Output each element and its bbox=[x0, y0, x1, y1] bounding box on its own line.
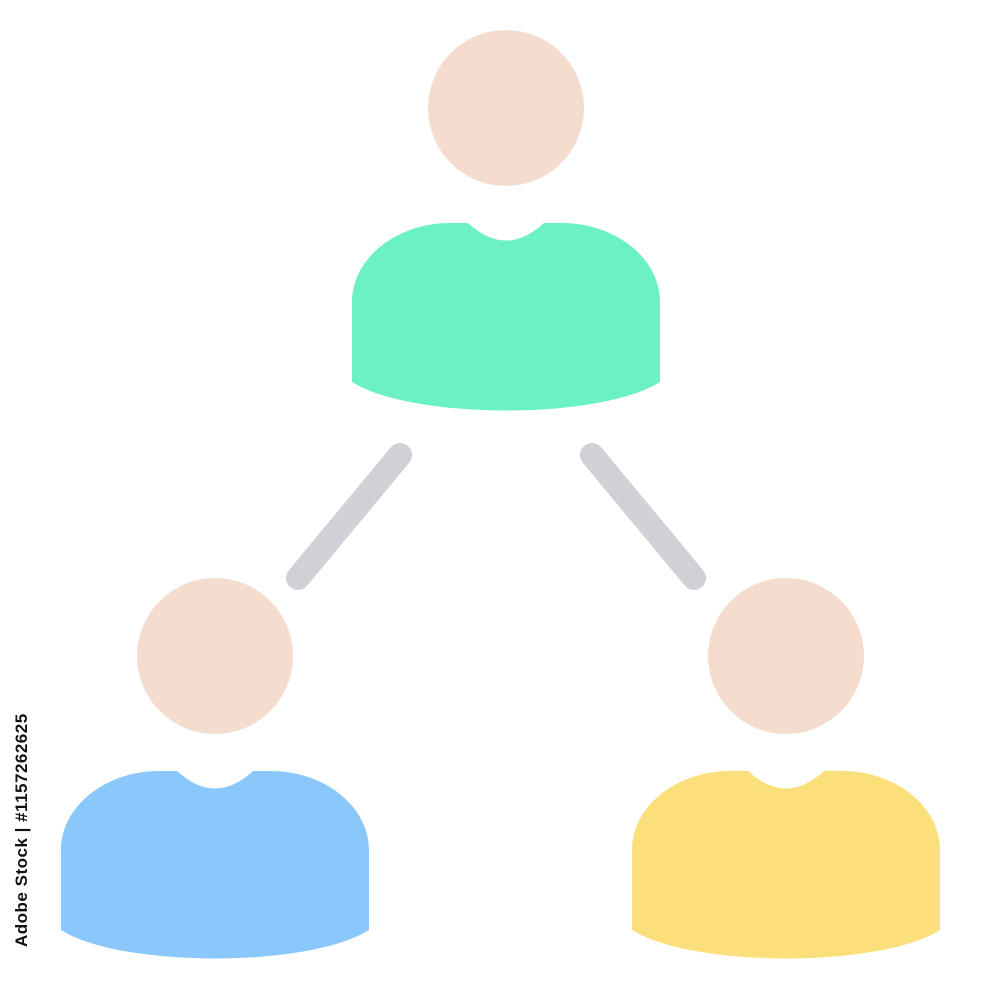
connector-left-line bbox=[286, 443, 412, 590]
top-person-head bbox=[428, 30, 584, 186]
right-person-icon bbox=[632, 578, 940, 959]
right-person-body bbox=[632, 771, 940, 959]
left-person-body bbox=[61, 771, 369, 959]
left-person-icon bbox=[61, 578, 369, 959]
top-person-body bbox=[352, 223, 660, 411]
right-person-head bbox=[708, 578, 864, 734]
stock-caption: Adobe Stock | #1157262625 bbox=[12, 713, 31, 947]
left-person-head bbox=[137, 578, 293, 734]
top-person-icon bbox=[352, 30, 660, 411]
connector-right-line bbox=[580, 443, 706, 590]
